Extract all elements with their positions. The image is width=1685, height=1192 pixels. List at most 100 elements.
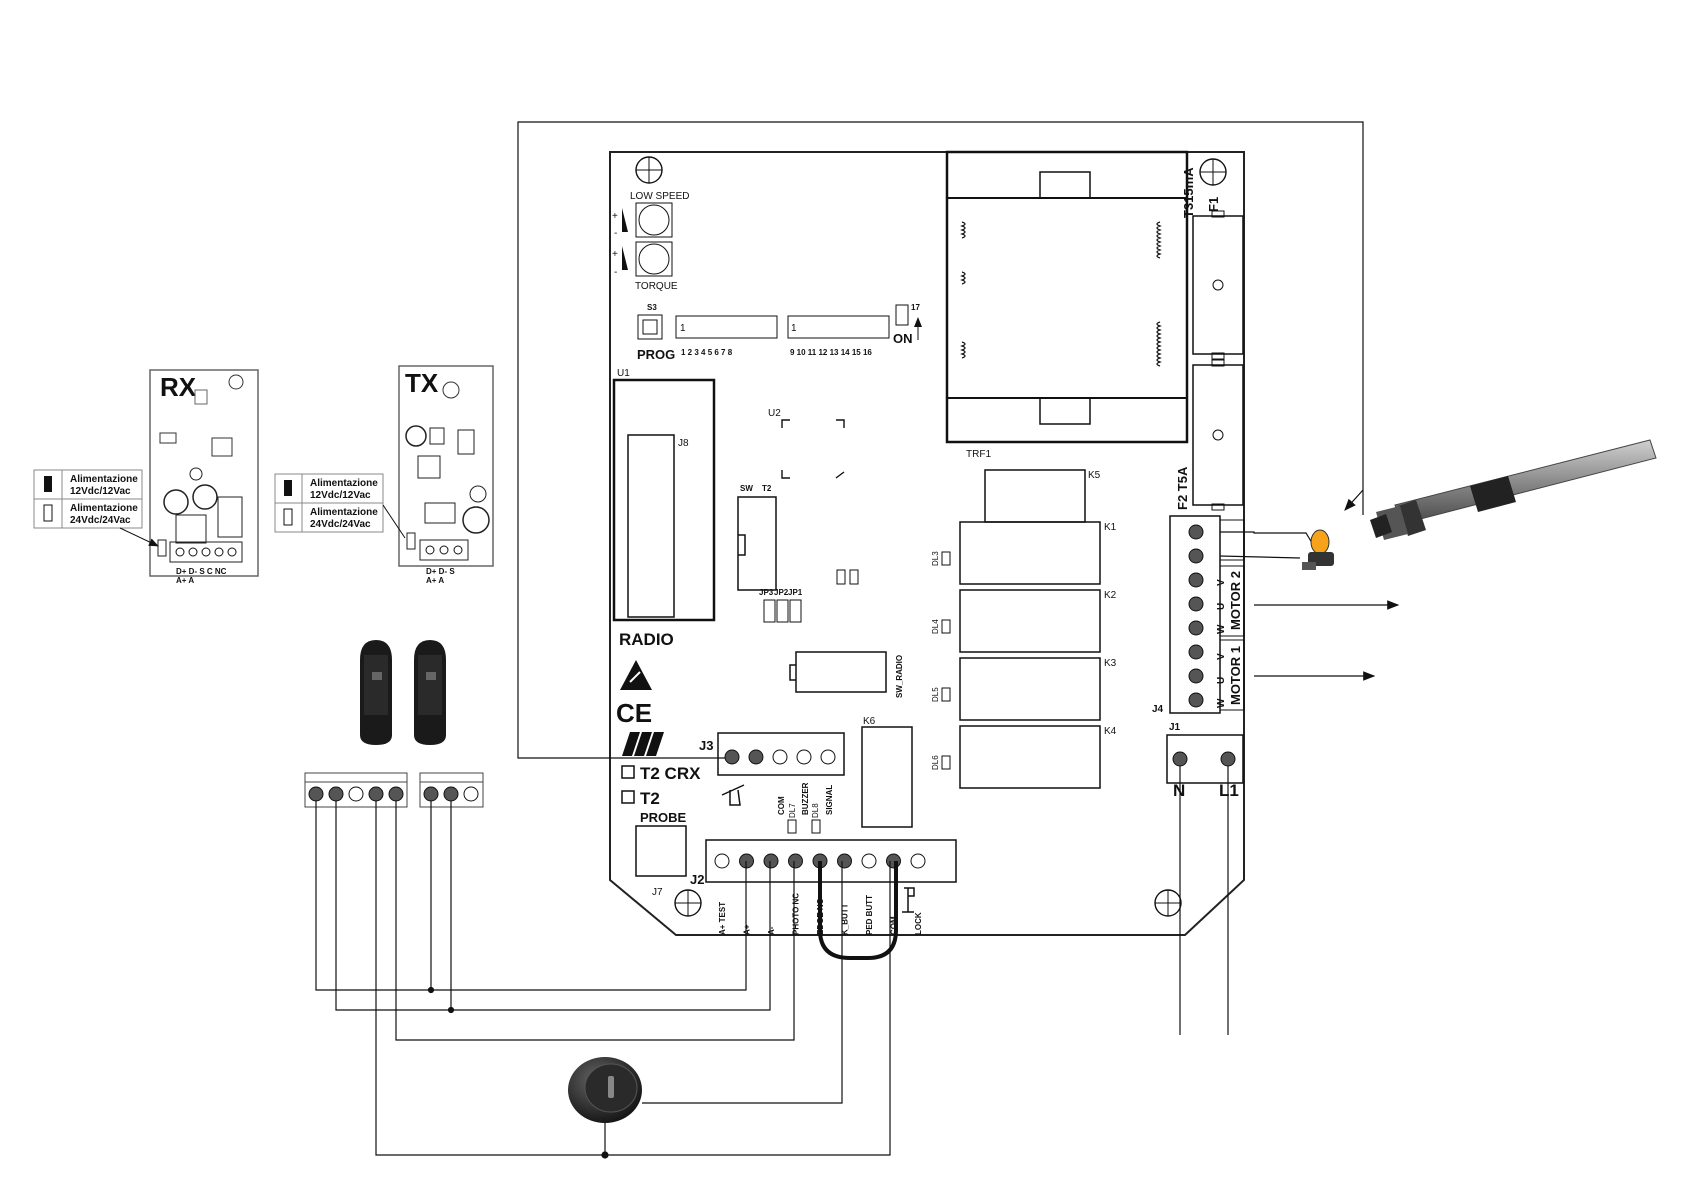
svg-text:Alimentazione: Alimentazione bbox=[310, 478, 378, 489]
svg-text:J1: J1 bbox=[1169, 722, 1181, 733]
svg-text:Alimentazione: Alimentazione bbox=[310, 507, 378, 518]
screw-hole-icon bbox=[674, 889, 702, 917]
tx-power-legend: Alimentazione 12Vdc/12Vac Alimentazione … bbox=[274, 473, 406, 539]
svg-text:12Vdc/12Vac: 12Vdc/12Vac bbox=[310, 490, 371, 501]
svg-text:MOTOR 1: MOTOR 1 bbox=[1228, 646, 1243, 705]
flashing-lamp-icon bbox=[1302, 529, 1334, 570]
j2-terminal-hole bbox=[837, 853, 852, 869]
torque-pot[interactable]: + - TORQUE bbox=[612, 241, 678, 292]
j2-terminal-label: A+ TEST bbox=[718, 902, 727, 935]
svg-text:-: - bbox=[614, 228, 617, 239]
led-label: DL5 bbox=[931, 687, 940, 702]
j2-terminal-hole bbox=[763, 853, 779, 869]
svg-text:1: 1 bbox=[791, 323, 797, 334]
svg-text:U1: U1 bbox=[617, 368, 630, 379]
radio-slot-u1: U1 J8 RADIO bbox=[612, 368, 716, 649]
svg-text:JP3: JP3 bbox=[759, 588, 774, 597]
jumpers-jp[interactable]: JP3 JP2 JP1 bbox=[759, 588, 803, 623]
j4-terminal-hole bbox=[1188, 644, 1204, 660]
lamp-wire bbox=[517, 121, 1364, 759]
j2-terminal-label: A+ bbox=[743, 924, 752, 935]
j4-terminal-hole bbox=[1188, 548, 1204, 564]
svg-text:W: W bbox=[1216, 698, 1227, 708]
relay-k6: K6 bbox=[861, 716, 913, 828]
j2-terminal-hole bbox=[714, 853, 730, 869]
chip-u2: U2 bbox=[768, 408, 845, 479]
svg-text:TX: TX bbox=[405, 368, 439, 398]
svg-text:V: V bbox=[1216, 653, 1227, 660]
svg-text:BUZZER: BUZZER bbox=[801, 782, 810, 815]
transformer-trf1: TRF1 bbox=[945, 150, 1189, 460]
svg-text:MOTOR 2: MOTOR 2 bbox=[1228, 571, 1243, 630]
svg-text:Alimentazione: Alimentazione bbox=[70, 474, 138, 485]
screw-hole-icon bbox=[635, 156, 663, 184]
j2-terminal-hole bbox=[886, 853, 901, 869]
svg-text:1 2 3 4 5 6 7 8: 1 2 3 4 5 6 7 8 bbox=[681, 348, 733, 357]
dip-switch-sw1[interactable]: 1 1 2 3 4 5 6 7 8 bbox=[675, 315, 778, 357]
prog-button[interactable]: S3 PROG bbox=[637, 303, 675, 362]
svg-text:+: + bbox=[612, 211, 618, 222]
svg-text:T315mA: T315mA bbox=[1181, 167, 1196, 218]
svg-text:L1: L1 bbox=[1219, 781, 1239, 800]
relay-label: K3 bbox=[1104, 658, 1117, 669]
fuse-f1: T315mA F1 bbox=[1181, 167, 1244, 360]
svg-text:F2 T5A: F2 T5A bbox=[1175, 466, 1190, 510]
led-label: DL6 bbox=[931, 755, 940, 770]
svg-text:JP1: JP1 bbox=[788, 588, 803, 597]
svg-text:K5: K5 bbox=[1088, 470, 1101, 481]
svg-text:S3: S3 bbox=[647, 303, 657, 312]
svg-text:17: 17 bbox=[911, 303, 920, 312]
terminal-j1: J1 N L1 bbox=[1166, 722, 1244, 1035]
svg-text:T2 CRX: T2 CRX bbox=[640, 764, 701, 783]
field-wiring bbox=[315, 801, 891, 1159]
j4-terminal-hole bbox=[1188, 692, 1204, 708]
svg-text:A+ A: A+ A bbox=[426, 576, 444, 585]
relay-label: K4 bbox=[1104, 726, 1117, 737]
svg-text:LOW SPEED: LOW SPEED bbox=[630, 191, 689, 202]
terminal-j3: J3 COM BUZZER SIGNAL bbox=[699, 732, 845, 815]
svg-text:J8: J8 bbox=[678, 438, 689, 449]
svg-text:T2: T2 bbox=[640, 789, 660, 808]
jumper-17[interactable]: 17 ON bbox=[893, 303, 922, 346]
photocell-rx-terminal bbox=[304, 772, 408, 808]
svg-text:-: - bbox=[614, 267, 617, 278]
j2-terminal-hole bbox=[788, 853, 803, 869]
t2-checkbox: T2 bbox=[621, 789, 660, 808]
j2-terminal-label: A- bbox=[767, 926, 776, 935]
rx-module: RX D+ D- S C NC A+ A bbox=[149, 369, 259, 585]
fuse-f2: F2 T5A bbox=[1175, 359, 1244, 511]
svg-text:F1: F1 bbox=[1206, 197, 1221, 212]
svg-text:A+ A: A+ A bbox=[176, 576, 194, 585]
svg-text:Alimentazione: Alimentazione bbox=[70, 503, 138, 514]
relay-label: K2 bbox=[1104, 590, 1117, 601]
svg-text:N: N bbox=[1173, 781, 1185, 800]
svg-text:SW_RADIO: SW_RADIO bbox=[895, 655, 904, 698]
j2-terminal-hole bbox=[861, 853, 877, 869]
svg-text:COM: COM bbox=[777, 796, 786, 815]
j4-terminal-hole bbox=[1188, 620, 1204, 636]
control-board bbox=[517, 121, 1364, 936]
svg-text:T2: T2 bbox=[762, 484, 772, 493]
svg-text:J4: J4 bbox=[1152, 704, 1164, 715]
svg-text:12Vdc/12Vac: 12Vdc/12Vac bbox=[70, 486, 131, 497]
svg-text:DL7: DL7 bbox=[788, 803, 797, 818]
photocell-icon bbox=[360, 640, 392, 745]
dip-switch-sw2[interactable]: 1 9 10 11 12 13 14 15 16 bbox=[787, 315, 890, 357]
lock-icon bbox=[902, 887, 915, 913]
screw-hole-icon bbox=[1154, 889, 1182, 917]
svg-text:JP2: JP2 bbox=[774, 588, 789, 597]
esd-warning-icon bbox=[620, 660, 652, 690]
relay-label: K1 bbox=[1104, 522, 1117, 533]
svg-text:PROG: PROG bbox=[637, 347, 675, 362]
low-speed-pot[interactable]: LOW SPEED + - bbox=[612, 191, 689, 239]
svg-text:SIGNAL: SIGNAL bbox=[825, 785, 834, 815]
leds-dl7-dl8: DL7 DL8 bbox=[787, 803, 821, 834]
svg-text:J2: J2 bbox=[690, 872, 704, 887]
